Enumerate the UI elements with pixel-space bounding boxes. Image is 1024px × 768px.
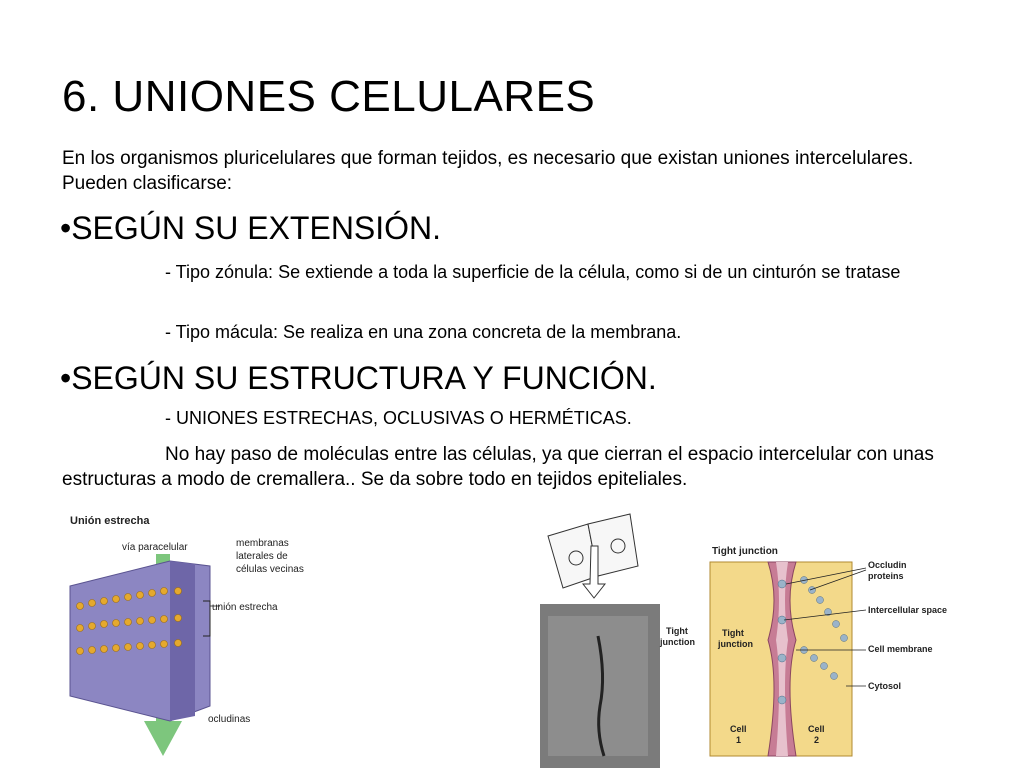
label-cell-membrane: Cell membrane — [868, 644, 933, 654]
label-tight: Tight — [666, 626, 688, 636]
item-zonula: - Tipo zónula: Se extiende a toda la sup… — [165, 262, 901, 282]
figure-micrograph: Tight junction — [540, 513, 695, 768]
label-intercellular-space: Intercellular space — [868, 605, 947, 615]
label-occludin-1: Occludin — [868, 560, 907, 570]
label-cell-2a: Cell — [808, 724, 825, 734]
label-ocludinas: ocludinas — [208, 714, 250, 725]
label-tight-junction-1: Tight — [722, 628, 744, 638]
label-union-estrecha: unión estrecha — [212, 602, 278, 613]
heading-extension: •SEGÚN SU EXTENSIÓN. — [60, 210, 442, 246]
slide-title: 6. UNIONES CELULARES — [62, 72, 596, 121]
label-cell-1b: 1 — [736, 735, 741, 745]
leader-lines — [783, 567, 867, 687]
label-membranas-1: membranas — [236, 538, 289, 549]
label-membranas-2: laterales de — [236, 551, 288, 562]
figure-tight-junction: Tight junction Tight junction Cell 1 Cel… — [709, 546, 947, 757]
label-via-paracelular: vía paracelular — [122, 542, 188, 553]
label-cell-1a: Cell — [730, 724, 747, 734]
label-junction: junction — [659, 637, 695, 647]
heading-structure: •SEGÚN SU ESTRUCTURA Y FUNCIÓN. — [60, 360, 657, 396]
label-occludin-2: proteins — [868, 571, 904, 581]
item-macula: - Tipo mácula: Se realiza en una zona co… — [165, 322, 682, 342]
label-membranas-3: células vecinas — [236, 564, 304, 575]
occludin-strands — [76, 587, 182, 655]
intro-text: En los organismos pluricelulares que for… — [62, 148, 914, 194]
label-cytosol: Cytosol — [868, 681, 901, 691]
label-tight-junction-2: junction — [717, 639, 753, 649]
epithelial-cells-sketch — [547, 513, 639, 589]
subheading-tight-junctions: - UNIONES ESTRECHAS, OCLUSIVAS O HERMÉTI… — [165, 408, 632, 428]
junction-bracket — [203, 600, 211, 637]
tight-junction-paragraph: No hay paso de moléculas entre las célul… — [62, 444, 934, 490]
figure-right-title: Tight junction — [712, 546, 778, 557]
zoom-arrow — [581, 545, 607, 599]
figure-left-title: Unión estrecha — [70, 515, 150, 527]
figure-union-estrecha: Unión estrecha vía paracelular membranas… — [69, 515, 304, 756]
label-cell-2b: 2 — [814, 735, 819, 745]
cell-membrane-right — [170, 561, 195, 721]
